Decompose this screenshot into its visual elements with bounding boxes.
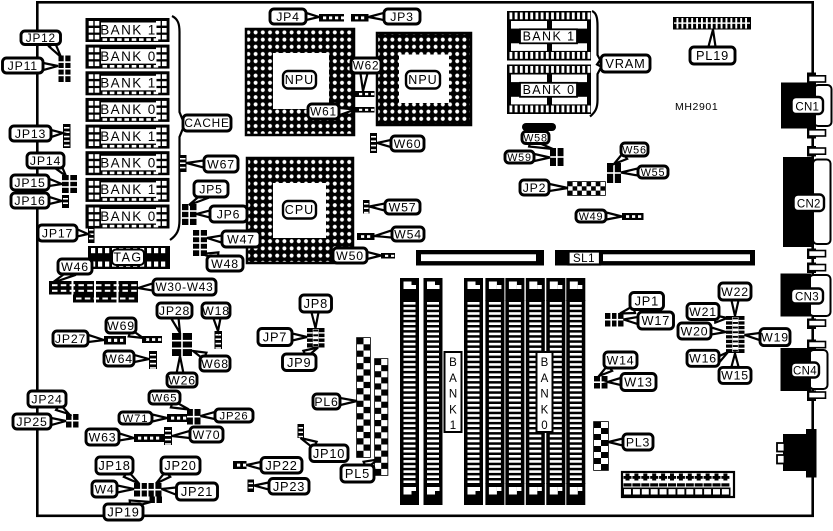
svg-text:W17: W17 [641, 313, 670, 328]
svg-text:CPU: CPU [285, 203, 314, 217]
svg-text:JP13: JP13 [15, 127, 46, 141]
svg-text:JP16: JP16 [14, 194, 45, 208]
svg-text:JP27: JP27 [55, 332, 86, 346]
svg-text:CN3: CN3 [795, 292, 819, 304]
svg-text:W63: W63 [89, 430, 117, 444]
svg-text:W48: W48 [211, 257, 239, 271]
svg-text:W68: W68 [201, 357, 229, 371]
svg-text:W57: W57 [389, 200, 417, 214]
svg-text:JP8: JP8 [304, 296, 328, 311]
svg-text:W13: W13 [624, 375, 653, 390]
svg-text:W4: W4 [94, 482, 114, 496]
svg-text:W56: W56 [622, 144, 647, 156]
svg-text:JP5: JP5 [199, 182, 223, 196]
svg-text:W70: W70 [193, 428, 221, 442]
svg-text:PL19: PL19 [696, 48, 729, 63]
svg-text:W60: W60 [394, 137, 422, 151]
svg-text:JP1: JP1 [635, 294, 659, 309]
svg-text:W58: W58 [523, 132, 548, 144]
svg-text:W54: W54 [394, 227, 422, 241]
svg-text:CN4: CN4 [793, 366, 817, 378]
svg-text:JP9: JP9 [287, 355, 311, 370]
svg-text:BANK 1: BANK 1 [100, 129, 156, 144]
svg-text:CACHE: CACHE [184, 116, 229, 130]
svg-text:JP12: JP12 [26, 31, 56, 45]
svg-text:JP24: JP24 [31, 392, 62, 406]
svg-text:W15: W15 [721, 369, 749, 383]
svg-text:W50: W50 [336, 249, 364, 263]
svg-text:W14: W14 [607, 353, 635, 367]
svg-text:W61: W61 [310, 105, 337, 119]
svg-text:BANK 0: BANK 0 [100, 49, 156, 64]
svg-text:NPU: NPU [285, 73, 314, 87]
svg-text:JP26: JP26 [220, 411, 249, 423]
svg-text:W69: W69 [107, 319, 135, 333]
svg-text:W20: W20 [681, 324, 709, 338]
svg-text:BANK 1: BANK 1 [100, 22, 156, 37]
svg-text:CN2: CN2 [797, 199, 821, 211]
svg-text:W26: W26 [168, 373, 196, 387]
svg-text:JP25: JP25 [16, 415, 47, 429]
svg-text:SL1: SL1 [573, 253, 595, 265]
svg-text:BANK 1: BANK 1 [100, 182, 156, 197]
svg-text:W16: W16 [689, 352, 717, 366]
svg-text:W65: W65 [152, 393, 178, 405]
svg-text:PL6: PL6 [314, 395, 338, 409]
svg-text:W64: W64 [105, 352, 133, 366]
svg-text:PL3: PL3 [626, 435, 650, 449]
svg-text:W47: W47 [227, 232, 255, 246]
svg-text:W67: W67 [207, 157, 235, 171]
svg-text:JP14: JP14 [30, 154, 61, 168]
svg-text:JP23: JP23 [273, 479, 305, 494]
svg-text:JP18: JP18 [98, 458, 130, 473]
svg-text:CN1: CN1 [795, 101, 819, 113]
svg-text:W59: W59 [507, 152, 532, 164]
svg-text:JP22: JP22 [265, 458, 297, 473]
svg-text:JP11: JP11 [8, 59, 38, 73]
svg-text:JP10: JP10 [313, 446, 345, 461]
svg-text:BANK 0: BANK 0 [100, 102, 156, 117]
svg-text:JP3: JP3 [390, 10, 414, 24]
svg-text:MH2901: MH2901 [675, 101, 718, 113]
svg-text:BANK 1: BANK 1 [100, 76, 156, 91]
svg-text:VRAM: VRAM [605, 56, 645, 71]
svg-text:JP15: JP15 [14, 176, 45, 190]
svg-text:W55: W55 [641, 167, 666, 179]
svg-text:W18: W18 [202, 304, 230, 318]
svg-text:BANK 0: BANK 0 [100, 209, 156, 224]
svg-text:BANK 0: BANK 0 [523, 83, 576, 97]
svg-text:JP28: JP28 [159, 304, 190, 318]
svg-text:W30-W43: W30-W43 [155, 280, 213, 294]
svg-text:W62: W62 [353, 59, 380, 73]
svg-text:W19: W19 [761, 330, 789, 344]
svg-text:JP7: JP7 [263, 330, 287, 345]
svg-text:W46: W46 [61, 260, 89, 274]
svg-text:NPU: NPU [408, 73, 437, 87]
svg-text:JP4: JP4 [276, 10, 300, 24]
svg-text:JP2: JP2 [523, 181, 547, 195]
svg-text:W22: W22 [721, 285, 749, 299]
svg-text:W49: W49 [579, 211, 604, 223]
svg-text:BANK 1: BANK 1 [523, 30, 576, 44]
svg-text:JP6: JP6 [217, 207, 241, 221]
svg-text:JP19: JP19 [107, 505, 139, 520]
svg-text:JP21: JP21 [181, 484, 213, 499]
svg-text:TAG: TAG [113, 251, 142, 265]
svg-text:BANK 0: BANK 0 [100, 156, 156, 171]
svg-text:JP20: JP20 [164, 458, 196, 473]
svg-text:PL5: PL5 [345, 466, 370, 481]
svg-text:W21: W21 [689, 305, 717, 319]
svg-text:JP17: JP17 [42, 226, 73, 240]
svg-text:W71: W71 [123, 413, 149, 425]
